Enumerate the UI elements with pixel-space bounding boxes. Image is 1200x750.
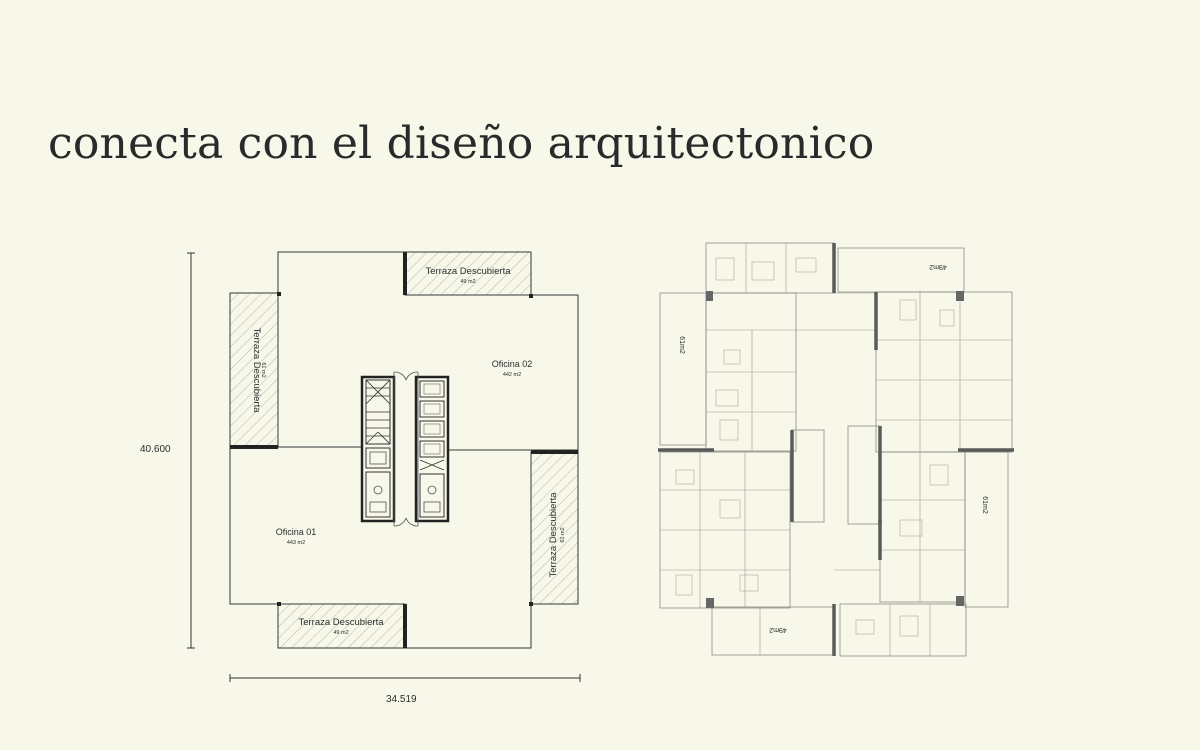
office-01-area: 443 m2	[287, 540, 305, 546]
terrace-bottom	[277, 603, 407, 649]
residential-terrace-right-area: 61m2	[981, 496, 988, 514]
width-dimension-label: 34.519	[386, 694, 417, 705]
terrace-bottom-area: 49 m2	[333, 630, 348, 636]
terrace-bottom-label: Terraza Descubierta	[298, 617, 384, 628]
terrace-top	[403, 251, 532, 296]
terrace-left	[229, 292, 279, 449]
height-dimension-line	[187, 252, 195, 649]
terrace-left-area: 61 m2	[260, 362, 266, 377]
office-02-label: Oficina 02	[492, 359, 533, 369]
building-core	[360, 371, 450, 527]
residential-terrace-bottom-area: 49m2	[769, 626, 787, 633]
height-dimension-label: 40.600	[140, 444, 171, 455]
residential-terrace-top-area: 49m2	[929, 263, 947, 270]
furniture	[675, 257, 955, 637]
office-01-label: Oficina 01	[276, 527, 317, 537]
terrace-right-area: 61 m2	[560, 527, 566, 542]
terrace-right	[530, 450, 579, 605]
office-02-area: 442 m2	[503, 372, 521, 378]
residential-terrace-left-area: 61m2	[678, 336, 685, 354]
width-dimension-line	[229, 674, 581, 682]
columns	[277, 292, 533, 606]
structural-walls	[658, 243, 1014, 656]
interior-partitions	[660, 243, 1012, 656]
page-title: conecta con el diseño arquitectonico	[48, 118, 875, 169]
terrace-top-label: Terraza Descubierta	[425, 266, 511, 277]
terrace-left-label: Terraza Descubierta	[251, 327, 262, 413]
residential-columns	[706, 291, 964, 608]
terrace-right-label: Terraza Descubierta	[548, 492, 559, 578]
terrace-top-area: 49 m2	[460, 279, 475, 285]
